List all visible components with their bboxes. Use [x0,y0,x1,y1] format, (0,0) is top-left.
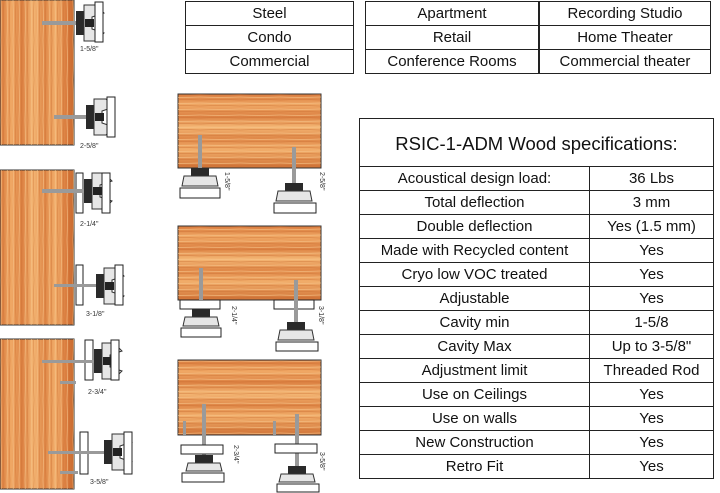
application-tags-1: Steel Condo Commercial [185,1,354,74]
tag-condo: Condo [186,26,353,50]
wall-diagram-3: 2-3/4" 3-5/8" [0,338,133,490]
dim-label: 2-5/8" [80,143,99,150]
spec-label: Cavity min [360,311,590,334]
tag-apartment: Apartment [366,2,538,26]
spec-value: Yes [639,386,664,403]
spec-label: Cryo low VOC treated [360,263,590,286]
dim-label: 2-1/4" [80,221,99,228]
specifications-table: RSIC-1-ADM Wood specifications: Acoustic… [359,118,714,479]
dim-label: 3-1/8" [86,311,105,318]
spec-value: 36 Lbs [628,170,675,187]
spec-label: New Construction [360,431,590,454]
spec-value: Threaded Rod [603,362,700,379]
spec-label: Adjustment limit [360,359,590,382]
dim-label: 2-1/4" [230,306,237,325]
dim-label: 1-5/8" [223,172,230,191]
tag-home-theater: Home Theater [540,26,710,50]
spec-value: Up to 3-5/8" [611,338,692,355]
spec-row: Cavity Max Up to 3-5/8" [360,335,713,359]
spec-row: Cryo low VOC treated Yes [360,263,713,287]
dim-label: 3-5/8" [318,452,325,471]
dim-label: 2-3/4" [232,445,239,464]
tag-conference-rooms: Conference Rooms [387,53,517,70]
spec-value: Yes [639,290,664,307]
spec-row: Acoustical design load: 36 Lbs [360,167,713,191]
spec-label: Adjustable [360,287,590,310]
tag-commercial: Commercial [229,53,310,70]
spec-row: Double deflection Yes (1.5 mm) [360,215,713,239]
spec-value: 1-5/8 [634,314,669,331]
spec-row: Cavity min 1-5/8 [360,311,713,335]
dim-label: 2-3/4" [88,389,107,396]
spec-label: Cavity Max [360,335,590,358]
spec-value: Yes [639,410,664,427]
ceiling-diagram-3: 2-3/4" 3-5/8" [177,359,325,493]
spec-value: 3 mm [632,194,671,211]
dim-label: 2-5/8" [318,172,325,191]
spec-row: Adjustment limit Threaded Rod [360,359,713,383]
spec-label: Retro Fit [360,455,590,478]
spec-value: Yes [639,266,664,283]
spec-value: Yes [639,458,664,475]
dim-label: 3-1/8" [317,306,324,325]
spec-row: Use on walls Yes [360,407,713,431]
spec-row: New Construction Yes [360,431,713,455]
application-tags-3: Recording Studio Home Theater Commercial… [539,1,711,74]
spec-label: Total deflection [360,191,590,214]
spec-value: Yes (1.5 mm) [607,218,696,235]
spec-label: Use on Ceilings [360,383,590,406]
wall-diagram-2: 2-1/4" 3-1/8" [0,169,125,326]
tag-commercial-theater: Commercial theater [559,53,691,70]
ceiling-diagram-2: 2-1/4" 3-1/8" [177,225,324,352]
specifications-title: RSIC-1-ADM Wood specifications: [360,119,713,167]
spec-row: Adjustable Yes [360,287,713,311]
spec-label: Double deflection [360,215,590,238]
tag-steel: Steel [186,2,353,26]
spec-row: Use on Ceilings Yes [360,383,713,407]
application-tags-2: Apartment Retail Conference Rooms [365,1,539,74]
spec-label: Use on walls [360,407,590,430]
spec-value: Yes [639,434,664,451]
wall-diagram-1: 1-5/8" 2-5/8" [0,0,116,150]
spec-label: Acoustical design load: [360,167,590,190]
tag-recording-studio: Recording Studio [540,2,710,26]
spec-row: Made with Recycled content Yes [360,239,713,263]
spec-row: Retro Fit Yes [360,455,713,478]
dim-label: 3-5/8" [90,479,109,486]
dim-label: 1-5/8" [80,46,99,53]
ceiling-diagram-1: 1-5/8" 2-5/8" [177,93,325,214]
spec-value: Yes [639,242,664,259]
spec-row: Total deflection 3 mm [360,191,713,215]
spec-label: Made with Recycled content [360,239,590,262]
tag-retail: Retail [366,26,538,50]
